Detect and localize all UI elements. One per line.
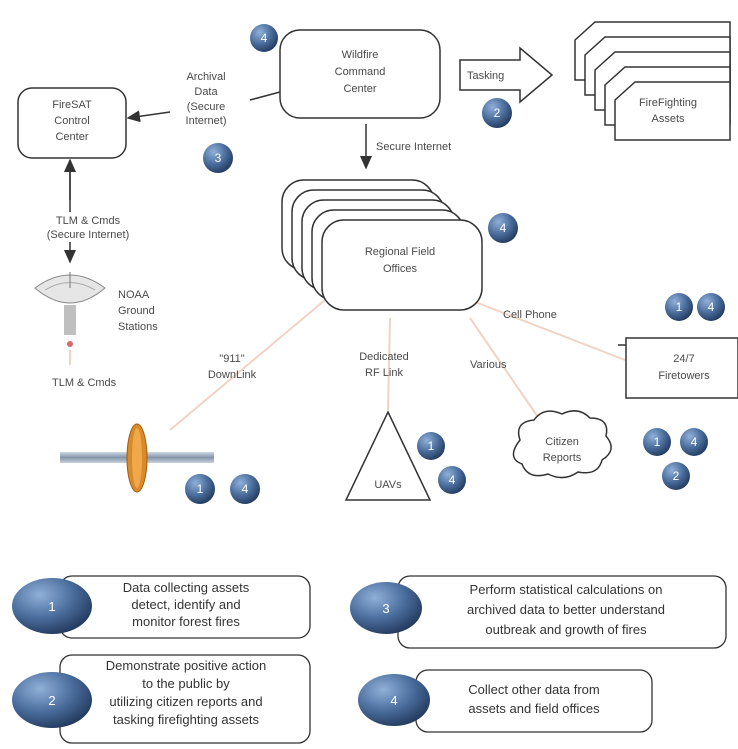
wildfire-label-1: Wildfire <box>342 49 379 61</box>
svg-text:4: 4 <box>242 482 249 496</box>
svg-text:4: 4 <box>708 300 715 314</box>
badge-citizen-1: 1 <box>643 428 671 456</box>
archival-data-arrow <box>249 91 281 101</box>
legend-3-line-3: outbreak and growth of fires <box>485 622 647 637</box>
legend-1-line-3: monitor forest fires <box>132 614 240 629</box>
legend-1-line-2: detect, identify and <box>131 597 240 612</box>
badge-firetowers-4: 4 <box>697 293 725 321</box>
legend: 1 Data collecting assets detect, identif… <box>12 575 727 744</box>
badge-uav-1: 1 <box>417 432 445 460</box>
badge-satellite-1: 1 <box>185 474 215 504</box>
downlink-label-1: "911" <box>219 353 244 365</box>
legend-1-line-1: Data collecting assets <box>123 580 250 595</box>
noaa-label-1: NOAA <box>118 289 150 301</box>
badge-citizen-2: 2 <box>662 462 690 490</box>
citizen-reports-node[interactable]: Citizen Reports <box>512 410 612 479</box>
archival-label-4: Internet) <box>186 115 227 127</box>
noaa-label-2: Ground <box>118 305 155 317</box>
uavs-node[interactable]: UAVs <box>344 410 432 501</box>
cell-phone-label: Cell Phone <box>503 309 557 321</box>
legend-item-4: 4 Collect other data from assets and fie… <box>358 669 653 733</box>
legend-item-2: 2 Demonstrate positive action to the pub… <box>12 654 311 744</box>
legend-item-1: 1 Data collecting assets detect, identif… <box>12 575 311 639</box>
legend-3-line-1: Perform statistical calculations on <box>470 582 663 597</box>
secure-internet-label: Secure Internet <box>376 141 451 153</box>
badge-tasking: 2 <box>482 98 512 128</box>
badge-archival: 3 <box>203 143 233 173</box>
svg-text:3: 3 <box>382 601 389 616</box>
svg-text:4: 4 <box>691 435 698 449</box>
uavs-label: UAVs <box>374 479 402 491</box>
tlm-cmds-label: TLM & Cmds <box>52 377 117 389</box>
regional-label-1: Regional Field <box>365 246 435 258</box>
wildfire-label-2: Command <box>335 66 386 78</box>
svg-text:4: 4 <box>390 693 397 708</box>
various-label: Various <box>470 359 507 371</box>
svg-text:3: 3 <box>215 151 222 165</box>
firetowers-node[interactable]: 24/7 Firetowers <box>618 337 738 399</box>
svg-text:2: 2 <box>494 106 501 120</box>
citizen-label-2: Reports <box>543 452 582 464</box>
satellite-icon <box>60 423 214 493</box>
wildfire-label-3: Center <box>343 83 376 95</box>
svg-text:4: 4 <box>449 473 456 487</box>
svg-text:1: 1 <box>197 482 204 496</box>
tlm-secure-label-2: (Secure Internet) <box>47 229 130 241</box>
svg-text:1: 1 <box>428 439 435 453</box>
svg-text:1: 1 <box>48 599 55 614</box>
archival-label-1: Archival <box>186 71 225 83</box>
archival-label-3: (Secure <box>187 101 226 113</box>
noaa-label-3: Stations <box>118 321 158 333</box>
svg-text:4: 4 <box>261 31 268 45</box>
legend-2-line-2: to the public by <box>142 676 230 691</box>
regional-label-2: Offices <box>383 263 418 275</box>
firesat-label-2: Control <box>54 115 89 127</box>
citizen-label-1: Citizen <box>545 436 579 448</box>
svg-text:2: 2 <box>48 693 55 708</box>
badge-uav-4: 4 <box>438 466 466 494</box>
firesat-control-center-node[interactable]: FireSAT Control Center <box>17 87 127 159</box>
legend-2-line-1: Demonstrate positive action <box>106 658 266 673</box>
legend-4-line-1: Collect other data from <box>468 682 600 697</box>
svg-text:4: 4 <box>500 221 507 235</box>
rf-link-lines <box>69 299 626 431</box>
downlink-label-2: DownLink <box>208 369 257 381</box>
badge-firetowers-1: 1 <box>665 293 693 321</box>
firetowers-label-1: 24/7 <box>673 353 694 365</box>
ffassets-label-2: Assets <box>651 113 685 125</box>
svg-text:1: 1 <box>676 300 683 314</box>
legend-2-line-4: tasking firefighting assets <box>113 712 259 727</box>
svg-text:2: 2 <box>673 469 680 483</box>
wildfire-command-center-node[interactable]: Wildfire Command Center <box>279 29 441 119</box>
dedicated-rf-label-2: RF Link <box>365 367 403 379</box>
tasking-label: Tasking <box>467 70 504 82</box>
badge-wildfire: 4 <box>250 24 278 52</box>
archival-label-2: Data <box>194 86 218 98</box>
legend-3-line-2: archived data to better understand <box>467 602 665 617</box>
legend-2-line-3: utilizing citizen reports and <box>109 694 262 709</box>
svg-text:1: 1 <box>654 435 661 449</box>
badge-satellite-4: 4 <box>230 474 260 504</box>
legend-item-3: 3 Perform statistical calculations on ar… <box>350 575 727 649</box>
firefighting-assets-node[interactable]: FireFighting Assets <box>574 21 731 141</box>
regional-field-offices-node[interactable]: Regional Field Offices <box>281 179 483 311</box>
dedicated-rf-label-1: Dedicated <box>359 351 409 363</box>
badge-regional: 4 <box>488 213 518 243</box>
archival-arrow-head <box>126 110 171 123</box>
satellite-dish-icon <box>34 272 106 347</box>
tlm-secure-label-1: TLM & Cmds <box>56 215 121 227</box>
tasking-arrow: Tasking <box>459 46 554 104</box>
firesat-label-3: Center <box>55 131 88 143</box>
ffassets-label-1: FireFighting <box>639 97 697 109</box>
legend-4-line-2: assets and field offices <box>468 701 600 716</box>
badge-citizen-4: 4 <box>680 428 708 456</box>
firesat-label-1: FireSAT <box>52 99 92 111</box>
firetowers-label-2: Firetowers <box>658 370 710 382</box>
